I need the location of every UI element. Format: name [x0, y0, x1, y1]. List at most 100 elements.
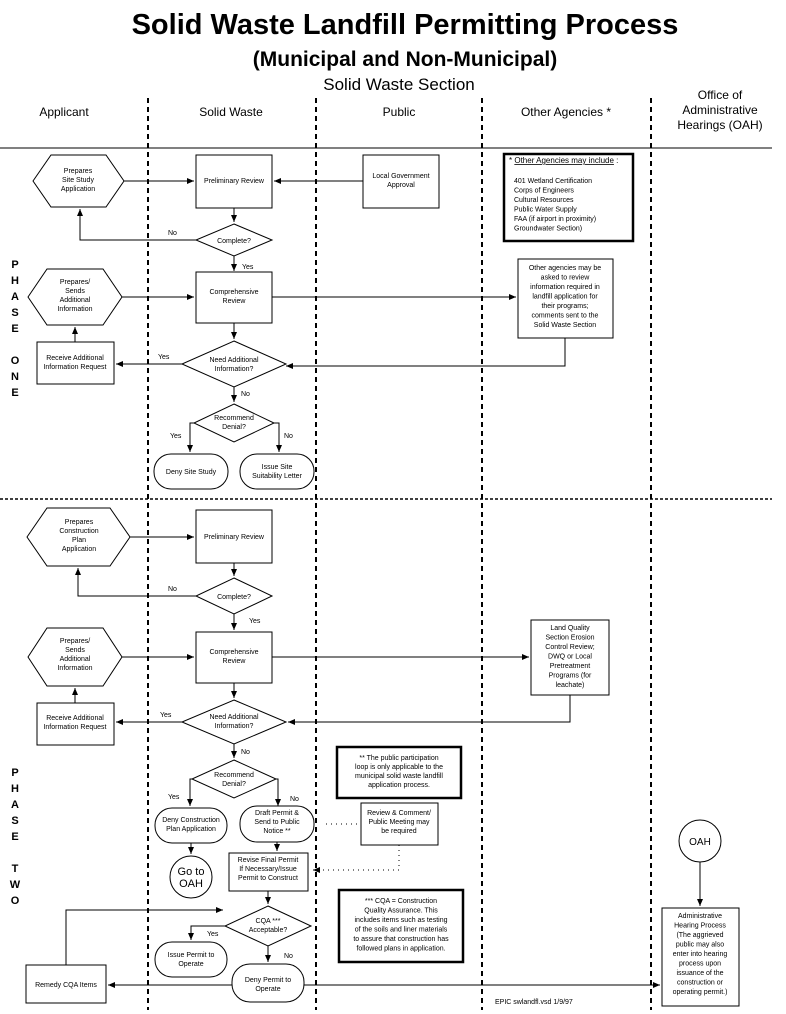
phase-one-label-line: H	[11, 275, 19, 287]
admin-hearing-text-line: (The aggrieved	[676, 932, 723, 939]
comprehensive-review-text-2-line: Comprehensive	[209, 649, 258, 656]
deny-permit-operate-text-line: Deny Permit to	[245, 977, 291, 984]
phase-one-label-line: O	[11, 355, 20, 367]
column-oah-line: Administrative	[682, 103, 758, 117]
prepares-construction-text-line: Prepares	[65, 519, 94, 526]
preliminary-review-text-line: Preliminary Review	[204, 178, 265, 185]
prepares-additional-text-1-line: Prepares/	[60, 279, 90, 286]
other-agencies-box	[502, 152, 635, 243]
cqa-decision-text: CQA ***Acceptable?	[249, 918, 288, 934]
comprehensive-review-text-2-line: Review	[223, 658, 247, 665]
preliminary-review-text: Preliminary Review	[204, 178, 265, 185]
other-agencies-list-line: 401 Wetland Certification	[514, 178, 592, 185]
column-other-agencies: Other Agencies *	[521, 105, 611, 119]
cqa-note-text-line: includes items such as testing	[355, 917, 448, 924]
complete-decision-2-text: Complete?	[217, 594, 251, 601]
land-quality-text-line: Land Quality	[550, 625, 590, 632]
phase-two-label-line: H	[11, 783, 19, 795]
column-oah-line: Office of	[698, 88, 743, 102]
prepares-site-study-text-line: Prepares	[64, 168, 93, 175]
land-quality-text-line: DWQ or Local	[548, 654, 592, 661]
page-title: Solid Waste Landfill Permitting Process	[132, 9, 679, 41]
admin-hearing-text-line: Hearing Process	[674, 923, 726, 930]
receive-additional-text-1-line: Information Request	[43, 364, 106, 371]
admin-hearing-text-line: process upon	[679, 961, 721, 968]
prepares-site-study-text-line: Site Study	[62, 177, 94, 184]
land-quality-text-line: Programs (for	[549, 673, 592, 680]
footer-reference: EPIC swlandfl.vsd 1/9/97	[495, 999, 573, 1006]
review-comment-box	[360, 802, 439, 846]
admin-hearing-text-line: issuance of the	[676, 970, 723, 977]
need-additional-decision-2	[180, 699, 288, 745]
prepares-construction-text-line: Application	[62, 546, 96, 553]
receive-additional-text-1-line: Receive Additional	[46, 355, 104, 362]
revise-final-permit-text-line: If Necessary/Issue	[239, 866, 297, 873]
need-additional-text-1-line: Information?	[215, 366, 254, 373]
prepares-additional-text-2-line: Additional	[60, 656, 91, 663]
column-public: Public	[383, 105, 416, 119]
receive-additional-box-1	[36, 341, 115, 385]
cqa-note	[337, 888, 465, 964]
prepares-additional-text-1-line: Information	[57, 306, 92, 313]
need-additional-1-no-label: No	[241, 391, 250, 398]
public-participation-text-line: municipal solid waste landfill	[355, 773, 443, 780]
public-participation-text-line: ** The public participation	[359, 755, 438, 762]
need-additional-text-1-line: Need Additional	[209, 357, 258, 364]
draft-permit-text-line: Notice **	[263, 828, 291, 835]
page-subtitle: (Municipal and Non-Municipal)	[253, 48, 557, 71]
need-additional-1-yes-label: Yes	[158, 354, 170, 361]
cqa-note-text-line: followed plans in application.	[356, 946, 445, 953]
local-government-text-line: Local Government	[372, 173, 429, 180]
other-agencies-list-line: Corps of Engineers	[514, 188, 574, 195]
land-quality-text-line: Control Review;	[545, 644, 594, 651]
local-government-text-line: Approval	[387, 182, 415, 189]
issue-permit-operate-text-line: Issue Permit to	[168, 952, 215, 959]
recommend-2-yes-label: Yes	[168, 794, 180, 801]
phase-two-label-line: W	[10, 879, 21, 891]
go-to-oah-terminal	[169, 855, 213, 899]
complete-decision-1-text-line: Complete?	[217, 238, 251, 245]
agencies-review-text-line: Solid Waste Section	[534, 322, 596, 329]
need-additional-decision-1	[180, 340, 288, 388]
need-additional-2-no-label: No	[241, 749, 250, 756]
local-government-box	[362, 154, 440, 209]
section-label: Solid Waste Section	[323, 75, 475, 94]
revise-final-permit-box	[228, 852, 309, 892]
go-to-oah-text-line: Go to	[178, 866, 205, 878]
prepares-additional-text-2-line: Prepares/	[60, 638, 90, 645]
deny-permit-operate-text-line: Operate	[255, 986, 280, 993]
issue-site-letter-text-line: Suitability Letter	[252, 473, 302, 480]
issue-site-letter-terminal	[239, 453, 315, 490]
go-to-oah-text-line: OAH	[179, 878, 203, 890]
need-additional-2-yes-label: Yes	[160, 712, 172, 719]
admin-hearing-box	[661, 907, 740, 1007]
draft-permit-text-line: Draft Permit &	[255, 810, 299, 817]
other-agencies-list-line: Public Water Supply	[514, 207, 577, 214]
cqa-yes-label: Yes	[207, 931, 219, 938]
prepares-additional-text-2-line: Sends	[65, 647, 85, 654]
preliminary-review-box-2	[195, 509, 273, 564]
phase-one-label-line: A	[11, 291, 19, 303]
comprehensive-review-text-1-line: Comprehensive	[209, 289, 258, 296]
cqa-decision-text-line: CQA ***	[256, 918, 281, 925]
preliminary-review-text-2: Preliminary Review	[204, 534, 265, 541]
land-quality-text-line: leachate)	[556, 682, 585, 689]
phase-two-label-line: O	[11, 895, 20, 907]
preliminary-review-text-2-line: Preliminary Review	[204, 534, 265, 541]
cqa-note-text-line: *** CQA = Construction	[365, 898, 437, 905]
